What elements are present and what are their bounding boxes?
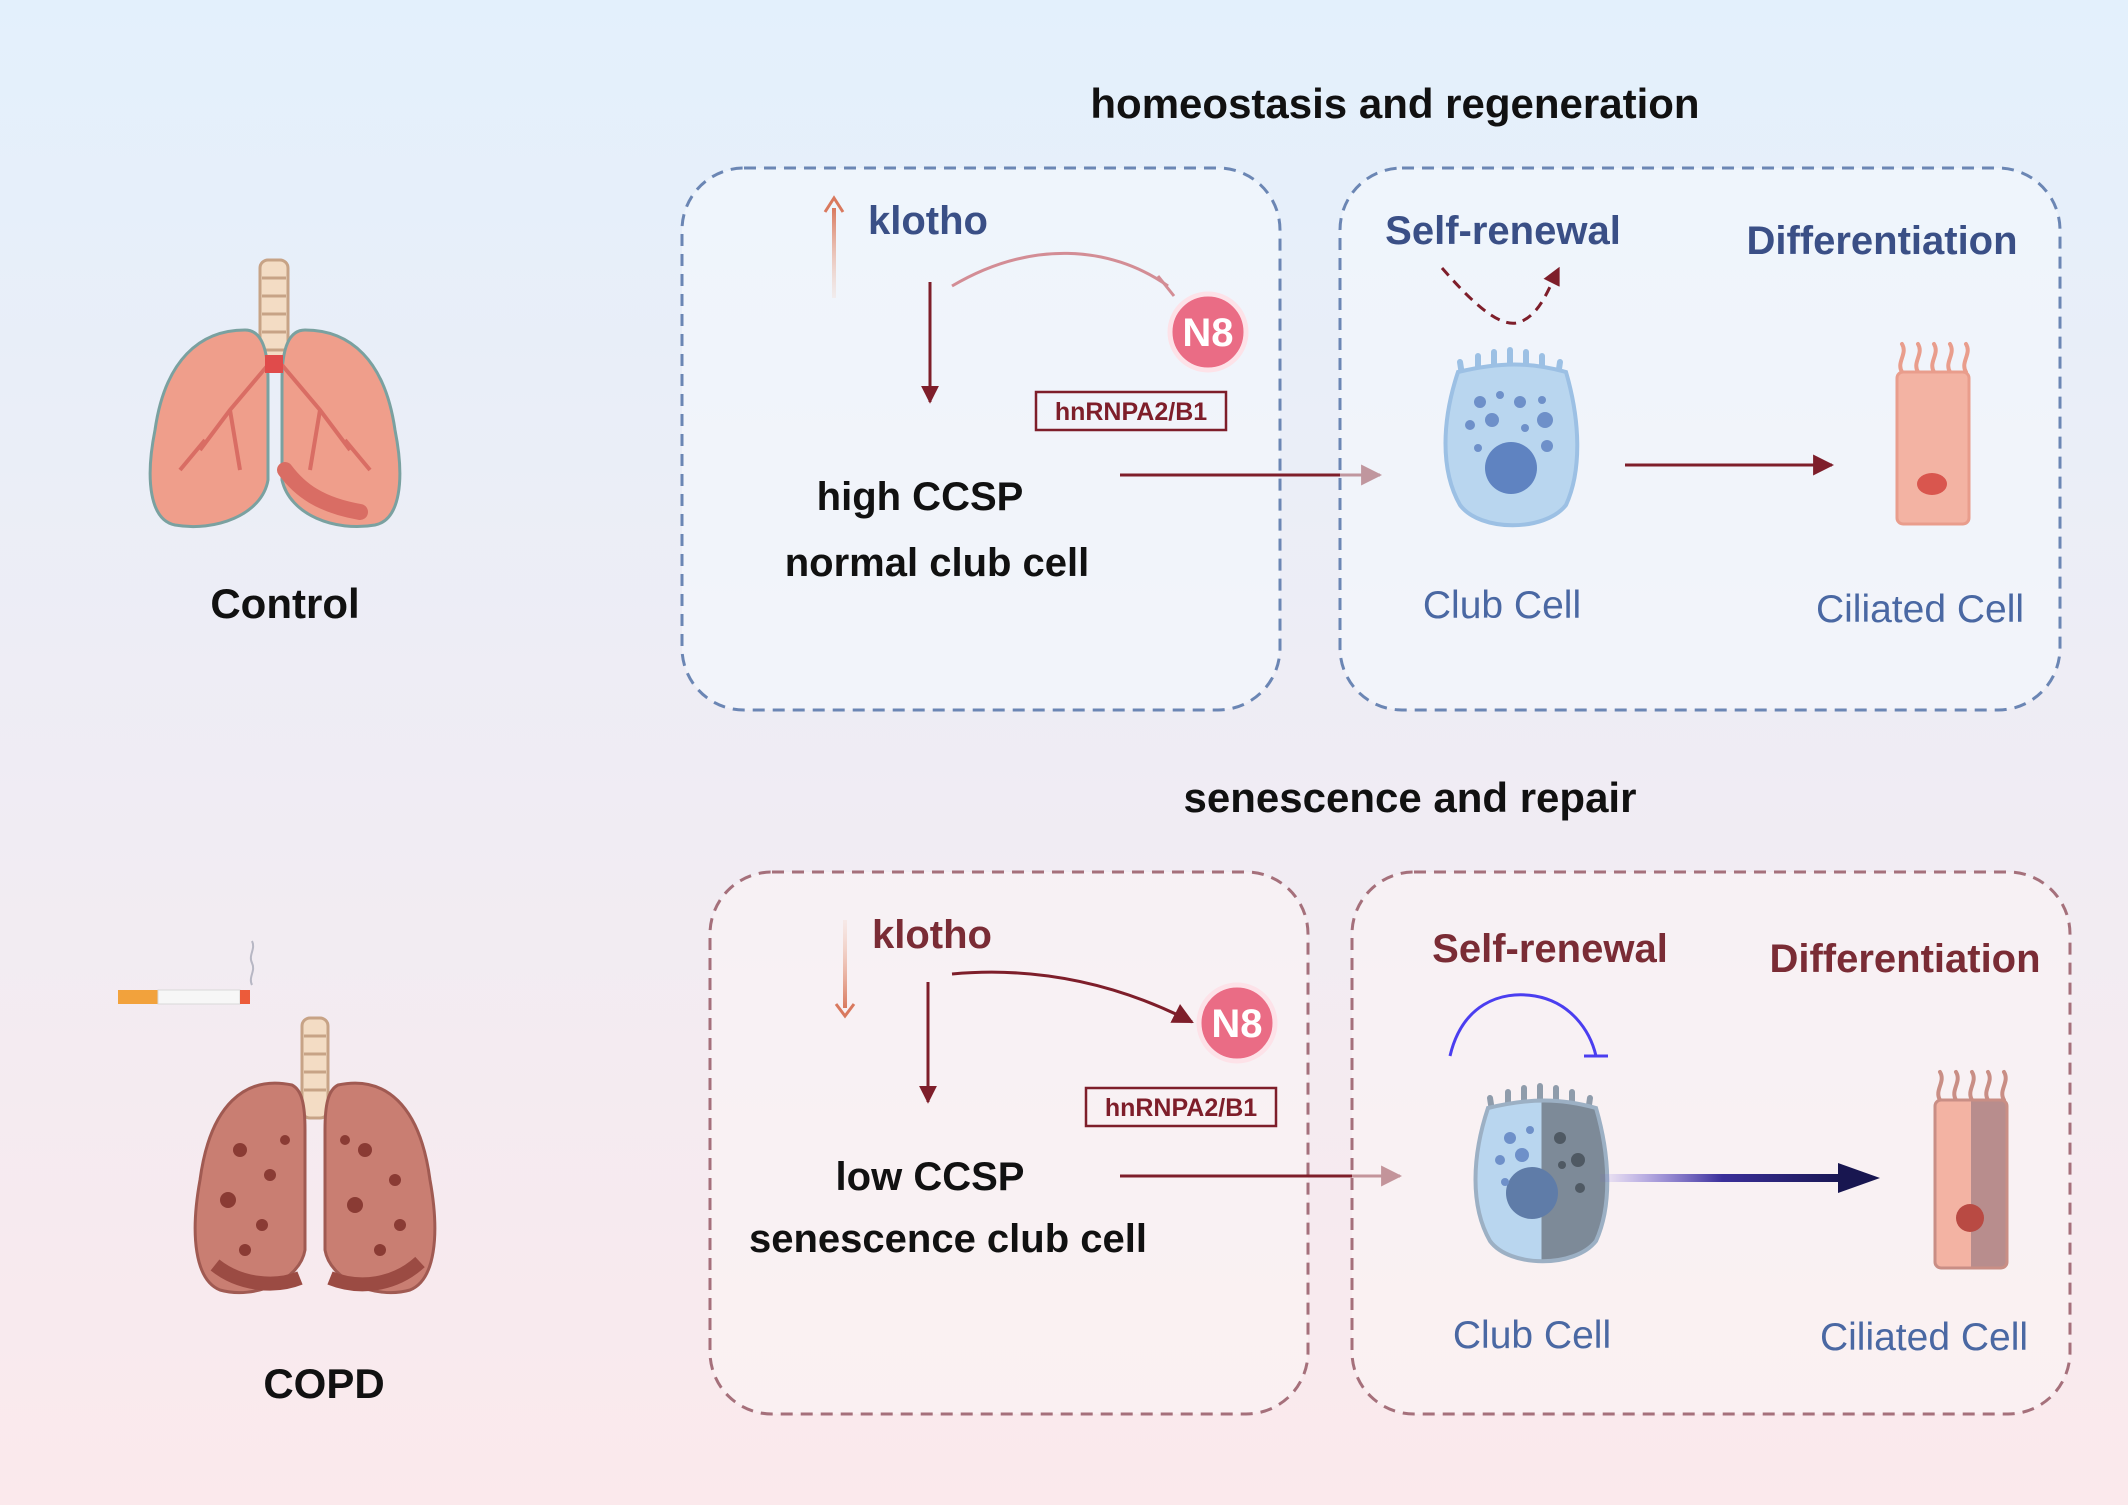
control-club-cell-label: Club Cell xyxy=(1423,584,1581,627)
copd-row: COPD senescence and repair klotho N8 hnR… xyxy=(118,774,2072,1416)
copd-differentiation-label: Differentiation xyxy=(1769,937,2040,981)
copd-club-cell-label: Club Cell xyxy=(1453,1314,1611,1357)
copd-self-renewal-label: Self-renewal xyxy=(1432,927,1668,971)
control-signaling-box xyxy=(680,166,1282,712)
copd-cell-state-label: senescence club cell xyxy=(749,1217,1147,1261)
copd-signaling-box xyxy=(708,870,1310,1416)
copd-ciliated-cell-label: Ciliated Cell xyxy=(1820,1316,2028,1359)
control-cell-state-label: normal club cell xyxy=(785,541,1090,585)
cigarette-icon xyxy=(118,940,255,1005)
copd-hnrnp-label: hnRNPA2/B1 xyxy=(1105,1094,1257,1122)
up-arrow-icon xyxy=(823,195,845,298)
copd-differentiation-arrow xyxy=(1600,1163,1880,1193)
control-hnrnp-label: hnRNPA2/B1 xyxy=(1055,398,1207,426)
control-label: Control xyxy=(210,580,359,627)
control-klotho-inhibits-n8-line xyxy=(951,251,1169,288)
diseased-lungs-icon xyxy=(193,1016,437,1295)
copd-label: COPD xyxy=(263,1360,384,1407)
control-inhibit-bar xyxy=(1156,275,1176,297)
copd-senescent-club-cell-icon xyxy=(1473,1083,1610,1264)
copd-ciliated-cell-icon xyxy=(1933,1070,2009,1270)
copd-ccsp-label: low CCSP xyxy=(836,1155,1025,1199)
control-ciliated-cell-label: Ciliated Cell xyxy=(1816,588,2024,631)
control-club-cell-icon xyxy=(1443,347,1580,528)
copd-self-renewal-inhibited-arc xyxy=(1448,993,1598,1057)
control-n8-label: N8 xyxy=(1182,311,1233,355)
control-row: Control homeostasis and regeneration klo… xyxy=(148,80,2062,712)
copd-klotho-activates-n8-arrow xyxy=(951,970,1194,1024)
copd-hnrnp-box xyxy=(1084,1086,1278,1128)
control-title: homeostasis and regeneration xyxy=(1090,80,1699,127)
control-self-renewal-arrow xyxy=(1440,266,1560,325)
copd-title: senescence and repair xyxy=(1184,774,1637,821)
control-n8-node: N8 xyxy=(1167,291,1249,373)
control-cell-fate-box xyxy=(1338,166,2062,712)
control-klotho-label: klotho xyxy=(868,199,988,243)
copd-n8-node: N8 xyxy=(1196,982,1278,1064)
down-arrow-icon xyxy=(834,920,856,1019)
healthy-lungs-icon xyxy=(148,258,402,529)
control-differentiation-label: Differentiation xyxy=(1746,219,2017,263)
control-hnrnp-box xyxy=(1034,390,1228,432)
control-self-renewal-label: Self-renewal xyxy=(1385,209,1621,253)
copd-cell-fate-box xyxy=(1350,870,2072,1416)
control-ciliated-cell-icon xyxy=(1895,342,1971,526)
control-ccsp-label: high CCSP xyxy=(817,475,1024,519)
copd-klotho-label: klotho xyxy=(872,913,992,957)
copd-n8-label: N8 xyxy=(1211,1002,1262,1046)
